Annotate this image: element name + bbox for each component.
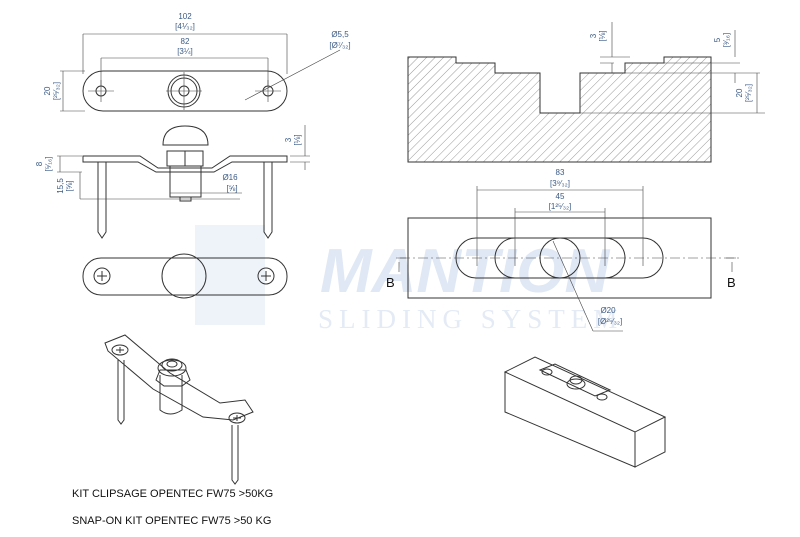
watermark-logo: MANTION SLIDING SYSTEM <box>195 225 623 334</box>
dim-hole-dia-mm: Ø5,5 <box>331 30 349 39</box>
dim-width-inch: [²⁵⁄₃₂] <box>52 82 61 100</box>
dim-holes-inch: [3¼] <box>177 47 193 56</box>
dim-step-inch: [³⁄₁₆] <box>722 33 731 47</box>
dim-slot-inner-inch: [1²⁵⁄₃₂] <box>549 202 572 211</box>
dim-width-mm: 20 <box>43 86 52 95</box>
dim-slot-outer-inch: [3⁹⁄₃₂] <box>550 179 570 188</box>
section-label-right: B <box>727 275 736 290</box>
dim-height-mm: 8 <box>35 161 44 166</box>
dim-body-dia-mm: Ø16 <box>222 173 238 182</box>
dim-slot-outer-mm: 83 <box>556 168 565 177</box>
dim-overall-inch: [4⅟₃₂] <box>175 22 195 31</box>
side-view: 3 [⅛] 8 [⁵⁄₁₆] 15,5 [⅝] Ø16 [⅝] <box>35 125 310 239</box>
dim-cap-inch: [⅛] <box>293 134 302 145</box>
caption-english: SNAP-ON KIT OPENTEC FW75 >50 KG <box>72 515 271 527</box>
dim-recess-inch: [⅛] <box>598 30 607 41</box>
dim-depth-mm: 20 <box>735 88 744 97</box>
dim-height-inch: [⁵⁄₁₆] <box>44 156 53 171</box>
slot-plan-view: 83 [3⁹⁄₃₂] 45 [1²⁵⁄₃₂] Ø20 [Ø²⁵⁄₃₂] B B <box>386 168 740 332</box>
dim-holes-mm: 82 <box>181 37 190 46</box>
isometric-block <box>503 356 667 468</box>
dim-depth-inch: [²⁵⁄₃₂] <box>744 84 753 102</box>
watermark-subtext: SLIDING SYSTEM <box>318 304 623 334</box>
plan-view-bottom <box>82 253 288 299</box>
isometric-kit <box>104 334 254 485</box>
section-view: 3 [⅛] 5 [³⁄₁₆] 20 [²⁵⁄₃₂] <box>407 22 765 163</box>
dim-slot-inner-mm: 45 <box>556 192 565 201</box>
dim-bore-mm: Ø20 <box>600 306 616 315</box>
dim-overall-mm: 102 <box>178 12 192 21</box>
dim-recess-mm: 3 <box>589 33 598 38</box>
dim-body-mm: 15,5 <box>56 178 65 194</box>
dim-step-mm: 5 <box>713 37 722 42</box>
plan-view-top: 102 [4⅟₃₂] 82 [3¼] Ø5,5 [Ø⁷⁄₃₂] 20 [²⁵⁄₃… <box>43 12 351 112</box>
dim-hole-dia-inch: [Ø⁷⁄₃₂] <box>329 41 350 50</box>
dim-body-dia-inch: [⅝] <box>226 184 237 193</box>
dim-bore-inch: [Ø²⁵⁄₃₂] <box>598 317 622 326</box>
dim-cap-mm: 3 <box>284 137 293 142</box>
section-label-left: B <box>386 275 395 290</box>
caption-french: KIT CLIPSAGE OPENTEC FW75 >50KG <box>72 488 273 500</box>
watermark-text: MANTION <box>320 237 611 306</box>
dim-body-inch: [⅝] <box>65 180 74 191</box>
